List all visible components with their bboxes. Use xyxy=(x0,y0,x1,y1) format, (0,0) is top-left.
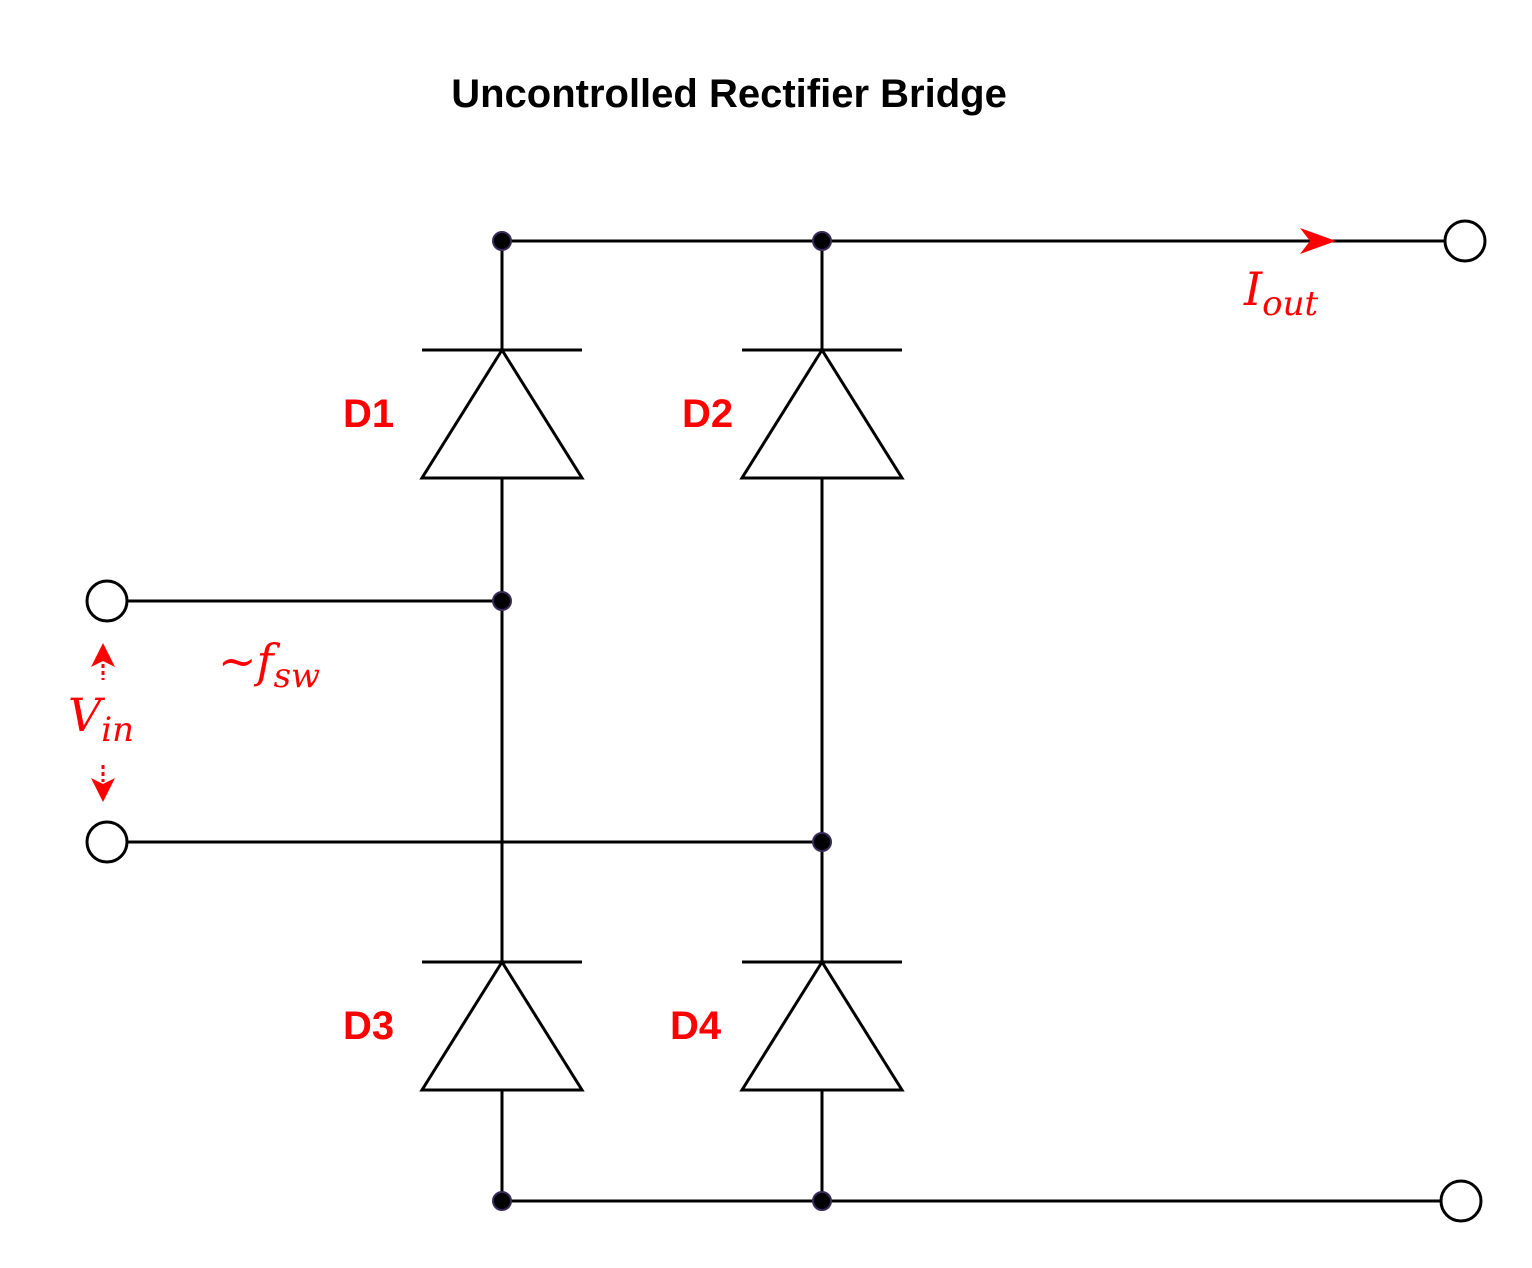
node-top-right xyxy=(812,231,832,251)
diode-label-d2: D2 xyxy=(682,392,734,436)
node-bottom-left xyxy=(492,1191,512,1211)
node-mid-left xyxy=(492,591,512,611)
voltage-double-arrow-icon xyxy=(91,643,115,802)
input-voltage-label: Vin xyxy=(68,692,134,747)
fsw-subscript: sw xyxy=(273,656,321,696)
vin-symbol: V xyxy=(68,688,102,742)
node-top-left xyxy=(492,231,512,251)
output-current-label: Iout xyxy=(1244,266,1318,321)
diode-label-d1: D1 xyxy=(343,392,395,436)
wires xyxy=(127,239,1445,1203)
diode-label-d3: D3 xyxy=(343,1004,395,1048)
diode-d1-symbol xyxy=(419,347,585,480)
current-arrow-icon xyxy=(1300,228,1336,254)
diode-d2-symbol xyxy=(739,347,905,480)
iout-symbol: I xyxy=(1244,262,1263,316)
terminal-output-bottom xyxy=(1439,1179,1483,1223)
node-mid-right xyxy=(812,832,832,852)
terminal-output-top xyxy=(1443,219,1487,263)
junction-nodes xyxy=(492,231,832,1211)
node-bottom-right xyxy=(812,1191,832,1211)
diode-d3-symbol xyxy=(419,959,585,1092)
diode-label-d4: D4 xyxy=(670,1004,722,1048)
fsw-prefix: ~ xyxy=(218,634,257,688)
iout-subscript: out xyxy=(1262,284,1319,324)
switching-frequency-label: ~fsw xyxy=(218,638,320,693)
terminals xyxy=(85,219,1487,1223)
vin-subscript: in xyxy=(101,710,135,750)
diagram-title: Uncontrolled Rectifier Bridge xyxy=(451,72,1007,116)
terminal-input-bottom xyxy=(85,820,129,864)
fsw-symbol: f xyxy=(256,634,274,688)
terminal-input-top xyxy=(85,579,129,623)
diode-d4-symbol xyxy=(739,959,905,1092)
